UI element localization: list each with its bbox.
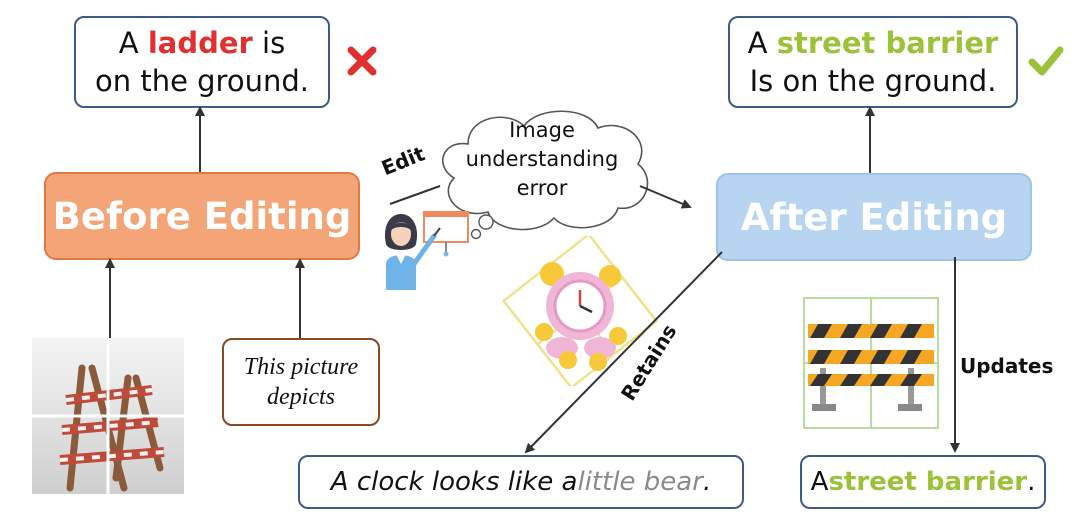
after-editing-label: After Editing <box>740 195 1008 239</box>
thought-bubble <box>442 110 649 240</box>
ladder-photo <box>32 338 184 494</box>
prompt-line: depicts <box>267 384 335 410</box>
caption-text: . <box>702 467 712 497</box>
before-editing-label: Before Editing <box>52 194 352 238</box>
edit-underline <box>389 185 441 205</box>
caption-highlight-grey: little bear <box>577 467 703 497</box>
caption-after-editing: A street barrier Is on the ground. <box>728 16 1018 108</box>
caption-text: on the ground. <box>95 64 309 98</box>
caption-text: Is on the ground. <box>749 64 997 98</box>
caption-updated: A street barrier. <box>800 455 1046 509</box>
caption-text: . <box>1027 467 1036 497</box>
arrow-edit-to-after <box>639 185 692 209</box>
street-barrier-icon <box>803 297 939 429</box>
thought-line: Image <box>509 118 575 142</box>
caption-before-editing: A ladder is on the ground. <box>74 16 330 108</box>
thought-line: error <box>516 176 568 200</box>
prompt-line: This picture <box>243 354 359 380</box>
cross-mark-icon <box>347 46 377 76</box>
caption-highlight-red: ladder <box>147 26 253 60</box>
updates-label: Updates <box>960 354 1054 378</box>
caption-text: is <box>252 26 286 60</box>
caption-text: A <box>810 467 829 497</box>
caption-retained: A clock looks like a little bear. <box>298 455 744 509</box>
caption-text: A <box>747 26 777 60</box>
prompt-box: This picture depicts <box>222 338 380 426</box>
clock-bear-icon <box>502 236 658 386</box>
thought-line: understanding <box>465 147 619 171</box>
check-mark-icon <box>1028 46 1064 76</box>
before-editing-box: Before Editing <box>44 172 360 260</box>
arrow-after-to-retains <box>524 251 723 454</box>
caption-text: A clock looks like a <box>330 467 578 497</box>
caption-text: A <box>118 26 148 60</box>
caption-highlight-green: street barrier <box>828 467 1028 497</box>
thought-bubble-text: Image understanding error <box>442 116 642 203</box>
teacher-icon <box>384 211 469 290</box>
after-editing-box: After Editing <box>716 173 1032 261</box>
caption-highlight-green: street barrier <box>776 26 999 60</box>
